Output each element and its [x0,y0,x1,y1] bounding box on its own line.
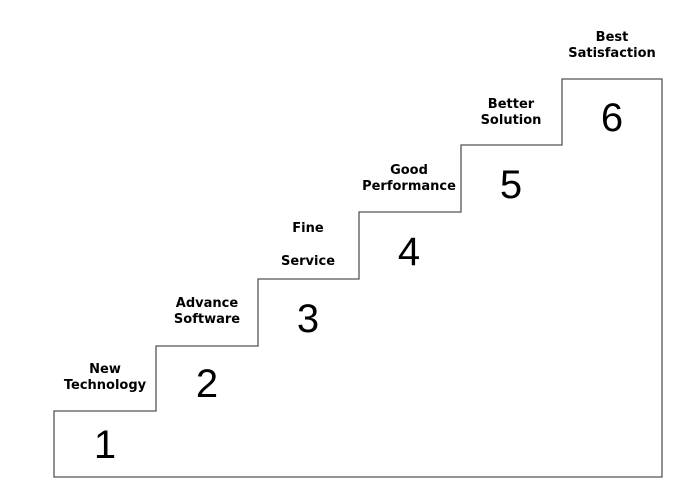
step-1-number: 1 [94,423,116,467]
step-3-number: 3 [297,297,319,341]
step-6-label-line-2: Satisfaction [568,46,656,61]
step-1-label-line-2: Technology [64,378,147,393]
step-2-number: 2 [196,362,218,406]
step-6-label-line-1: Best [596,30,629,45]
step-5-number: 5 [500,163,522,207]
step-4-label-line-2: Performance [362,179,456,194]
step-3-label-line-1: Fine [292,221,324,236]
step-4-number: 4 [398,230,420,274]
step-1-label-line-1: New [89,362,121,377]
step-3-label-line-2: Service [281,254,335,269]
step-5-label-line-2: Solution [481,113,542,128]
step-4-label-line-1: Good [390,163,428,178]
step-6-number: 6 [601,96,623,140]
step-2-label-line-1: Advance [176,296,239,311]
staircase-outline [53,78,663,478]
step-2-label-line-2: Software [174,312,240,327]
step-5-label-line-1: Better [488,97,535,112]
